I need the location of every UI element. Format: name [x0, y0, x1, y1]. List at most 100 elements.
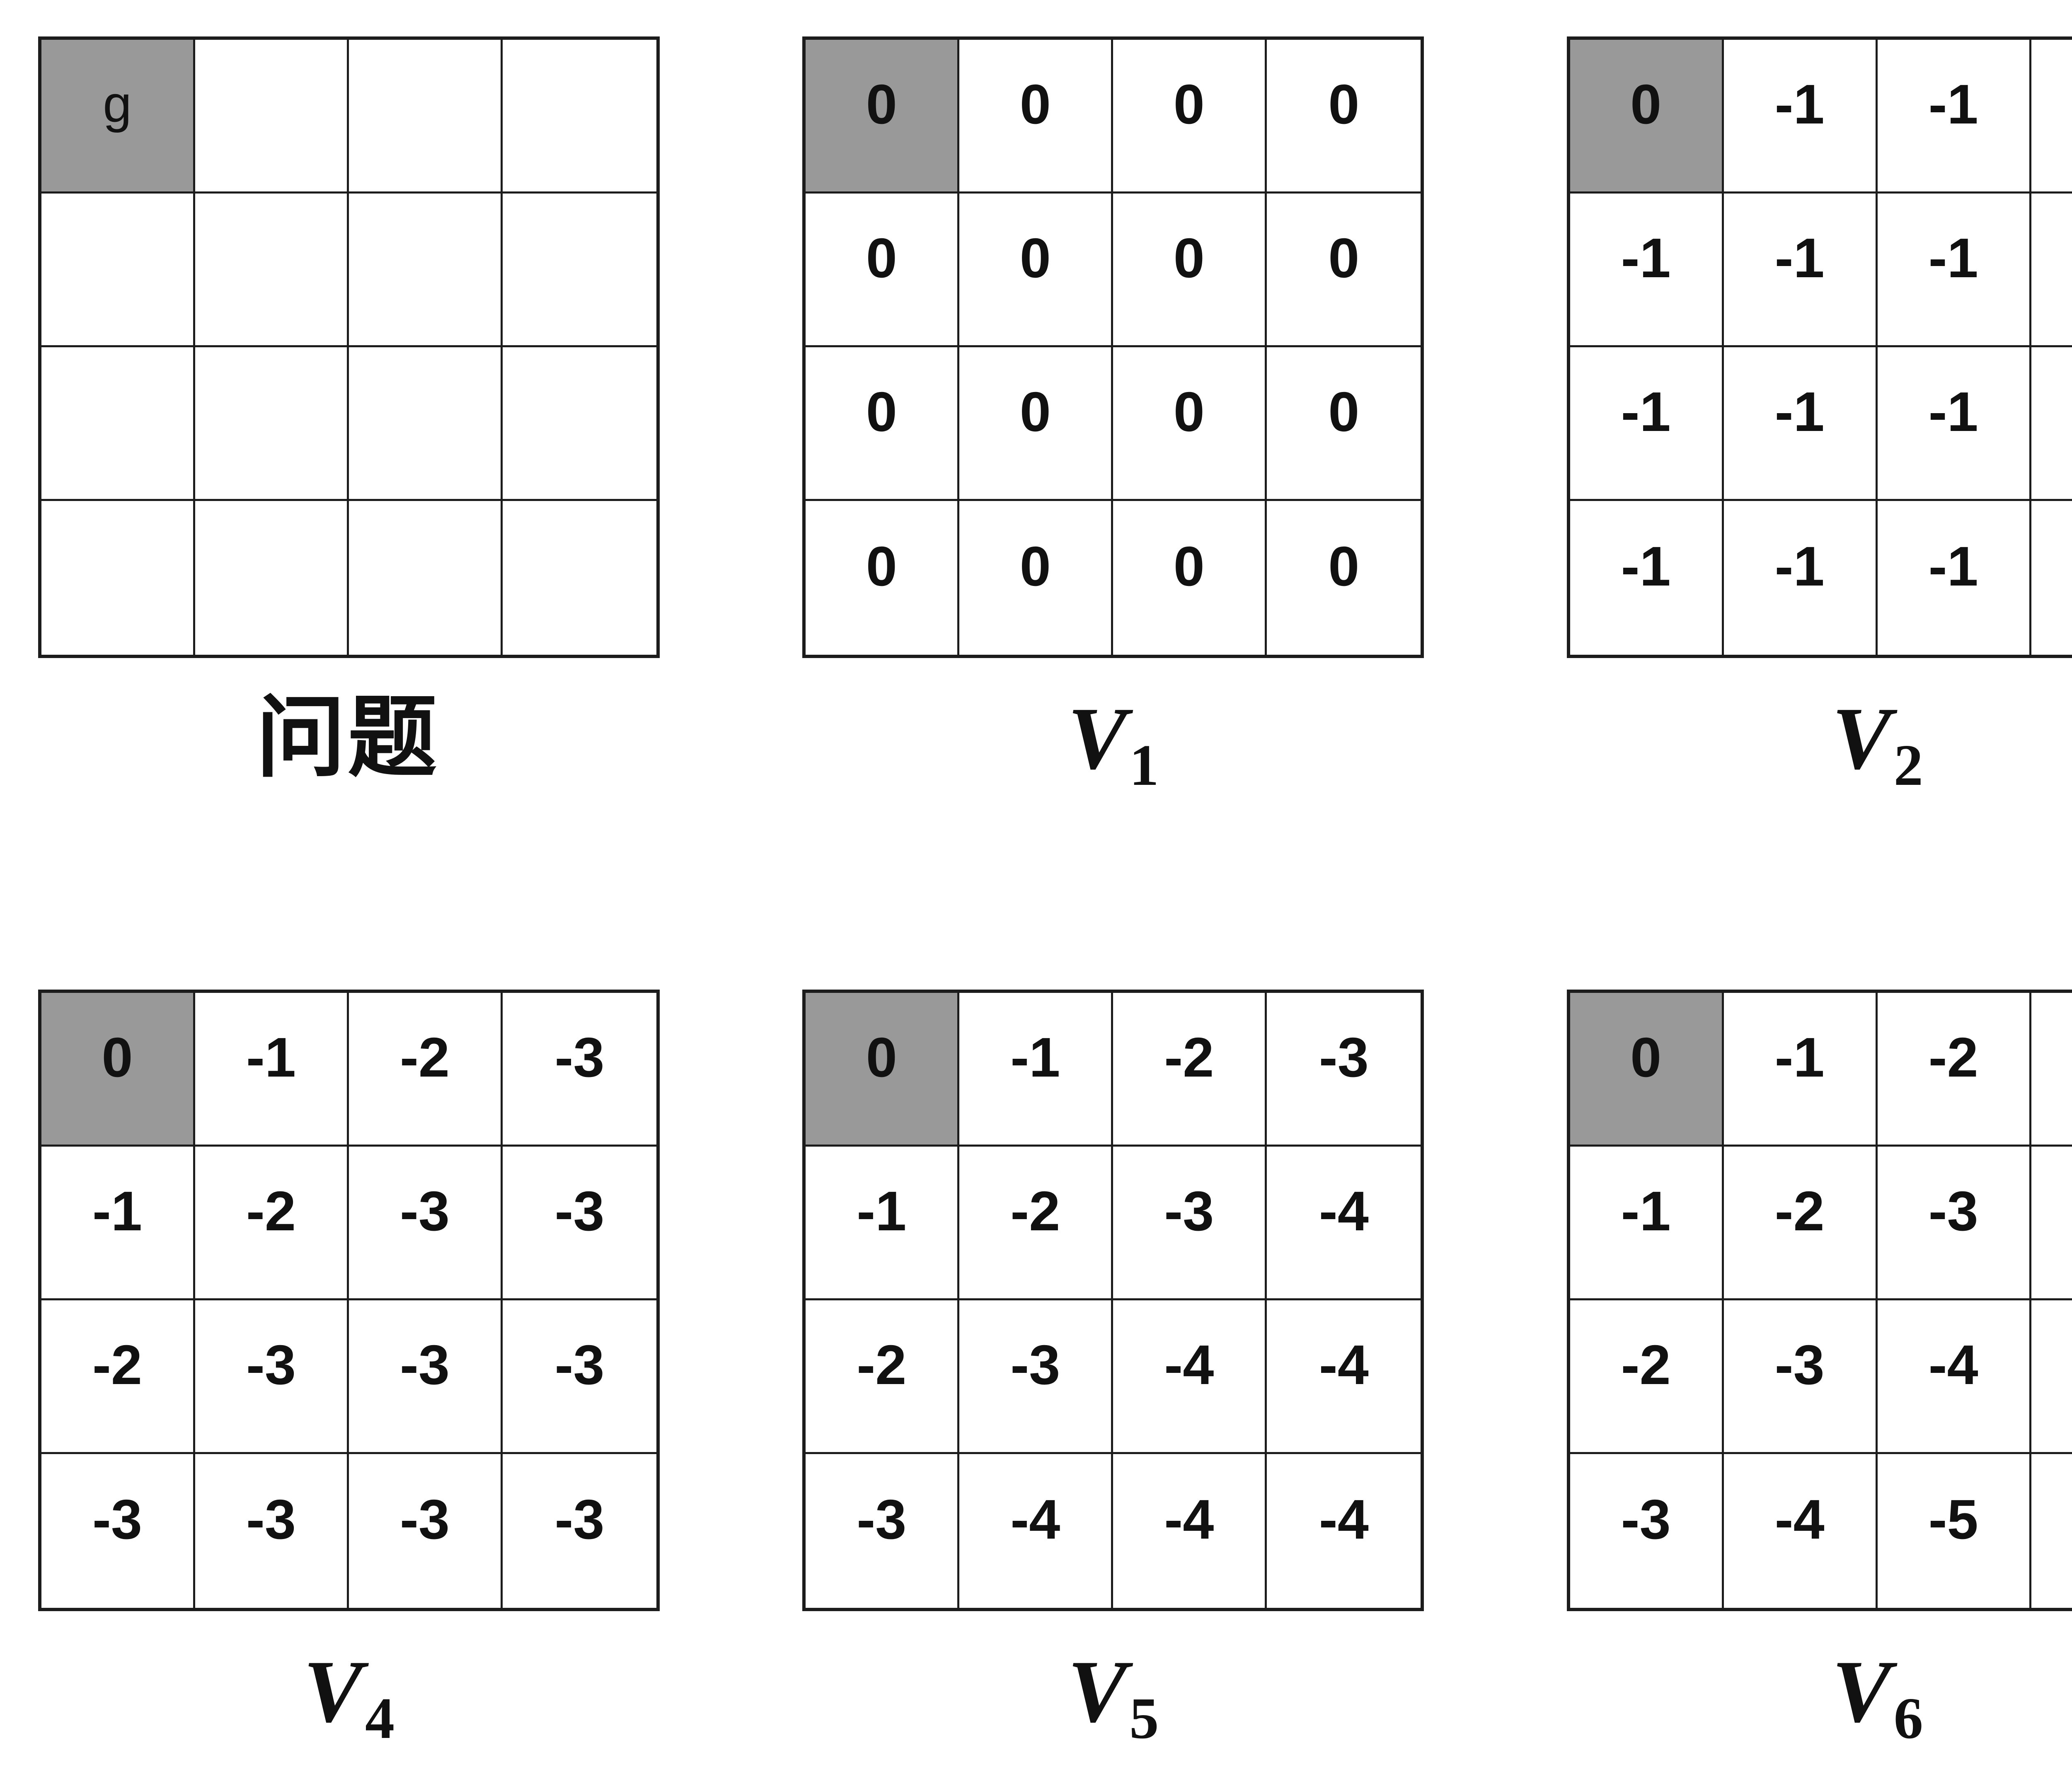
panel-label: V5: [1067, 1640, 1159, 1769]
grid-cell: -3: [2031, 993, 2072, 1147]
grid-cell: -4: [1724, 1454, 1878, 1608]
grid-cell: -4: [1113, 1454, 1267, 1608]
cell-value: -2: [1621, 1333, 1671, 1396]
grid-cell: -1: [1724, 501, 1878, 655]
panel-label: V6: [1832, 1640, 1923, 1769]
cell-value: -3: [1621, 1488, 1671, 1551]
cell-value: -1: [1621, 226, 1671, 289]
grid-cell: -2: [1877, 993, 2031, 1147]
panel-label-text: V: [1832, 689, 1892, 788]
cell-value: 0: [1630, 73, 1662, 136]
cell-value: -4: [1319, 1179, 1369, 1242]
cell-value: 0: [1019, 73, 1051, 136]
cell-value: -1: [1010, 1026, 1060, 1089]
panel-v4: 0-1-2-3-1-2-3-3-2-3-3-3-3-3-3-3 V4: [38, 990, 660, 1769]
grid-cell: -4: [1267, 1147, 1421, 1300]
panel-label-subscript: 2: [1893, 732, 1923, 798]
cell-value: -4: [1928, 1333, 1978, 1396]
grid-cell: -1: [41, 1147, 195, 1300]
cell-value: -3: [399, 1333, 450, 1396]
grid-cell: [195, 501, 349, 655]
grid-v2: 0-1-1-1-1-1-1-1-1-1-1-1-1-1-1-1: [1566, 36, 2072, 658]
panel-label-subscript: 6: [1893, 1685, 1923, 1751]
cell-value: 0: [102, 1026, 133, 1089]
cell-value: 0: [1173, 380, 1205, 443]
grid-cell: [41, 194, 195, 347]
grid-cell: -5: [2031, 1300, 2072, 1454]
grid-cell: -1: [1878, 501, 2031, 655]
panel-label: 问题: [256, 687, 442, 816]
panel-label-subscript: 4: [365, 1685, 395, 1751]
panel-label-text: V: [1067, 689, 1127, 788]
cell-value: 0: [1328, 226, 1360, 289]
goal-cell: 0: [1570, 40, 1724, 194]
cell-value: 0: [1328, 73, 1360, 136]
cell-value: 0: [1328, 380, 1360, 443]
cell-value: 0: [866, 226, 897, 289]
cell-value: -4: [1319, 1488, 1369, 1551]
grid-cell: -2: [1113, 993, 1267, 1147]
grid-cell: -4: [2031, 1147, 2072, 1300]
grid-problem: g: [38, 36, 660, 658]
grid-cell: -1: [195, 993, 349, 1147]
panel-label: V1: [1067, 687, 1159, 816]
grid-cell: -1: [1570, 1147, 1724, 1300]
panel-problem: g 问题: [38, 36, 660, 816]
grid-cell: -3: [349, 1147, 503, 1300]
grid-cell: -5: [2031, 1454, 2072, 1608]
grid-v5: 0-1-2-3-1-2-3-4-2-3-4-4-3-4-4-4: [802, 990, 1424, 1611]
grid-cell: [41, 501, 195, 655]
grid-cell: [503, 40, 656, 194]
grid-cell: 0: [1267, 501, 1421, 655]
cell-value: -3: [1010, 1333, 1060, 1396]
cell-value: -3: [554, 1179, 605, 1242]
cell-value: 0: [1173, 73, 1205, 136]
cell-value: 0: [866, 1026, 897, 1089]
cell-value: -3: [1319, 1026, 1369, 1089]
panel-v6: 0-1-2-3-1-2-3-4-2-3-4-5-3-4-5-5 V6: [1566, 990, 2072, 1769]
cell-value: -4: [1164, 1488, 1214, 1551]
cell-value: -5: [1928, 1488, 1978, 1551]
grid-cell: -2: [806, 1300, 960, 1454]
goal-cell: 0: [806, 993, 960, 1147]
grid-cell: [503, 501, 656, 655]
grid-cell: [195, 40, 349, 194]
cell-value: -4: [1319, 1333, 1369, 1396]
cell-value: -4: [1164, 1333, 1214, 1396]
cell-value: -1: [1774, 226, 1825, 289]
cell-value: -3: [399, 1179, 450, 1242]
grid-cell: -2: [349, 993, 503, 1147]
cell-value: -1: [1621, 380, 1671, 443]
panel-label-text: V: [1067, 1642, 1127, 1741]
grid-cell: -1: [1723, 347, 1878, 501]
grid-cell: [195, 347, 349, 501]
cell-value: -1: [1621, 535, 1671, 598]
grid-cell: -1: [1877, 40, 2031, 194]
grid-cell: [349, 501, 503, 655]
grid-cell: -3: [503, 1454, 656, 1608]
grid-cell: 0: [959, 40, 1113, 194]
cell-value: -1: [1774, 1026, 1825, 1089]
cell-value: -3: [246, 1333, 296, 1396]
grid-cell: 0: [806, 194, 960, 347]
cell-value: 0: [1019, 535, 1051, 598]
grid-cell: -3: [1113, 1147, 1267, 1300]
grid-cell: [349, 40, 503, 194]
cell-value: -1: [92, 1179, 143, 1242]
grid-cell: -2: [1723, 1147, 1878, 1300]
cell-value: -3: [554, 1026, 605, 1089]
panel-label: V4: [303, 1640, 395, 1769]
cell-value: -1: [1928, 73, 1978, 136]
grid-cell: 0: [1267, 347, 1421, 501]
panel-label-subscript: 5: [1129, 1685, 1159, 1751]
grid-cell: -3: [195, 1454, 349, 1608]
grid-cell: 0: [806, 347, 960, 501]
grid-cell: -3: [349, 1454, 503, 1608]
cell-value: -3: [1164, 1179, 1214, 1242]
grid-cell: -1: [2031, 40, 2072, 194]
grid-cell: -4: [1877, 1300, 2031, 1454]
cell-value: -1: [1621, 1179, 1671, 1242]
grid-cell: [195, 194, 349, 347]
